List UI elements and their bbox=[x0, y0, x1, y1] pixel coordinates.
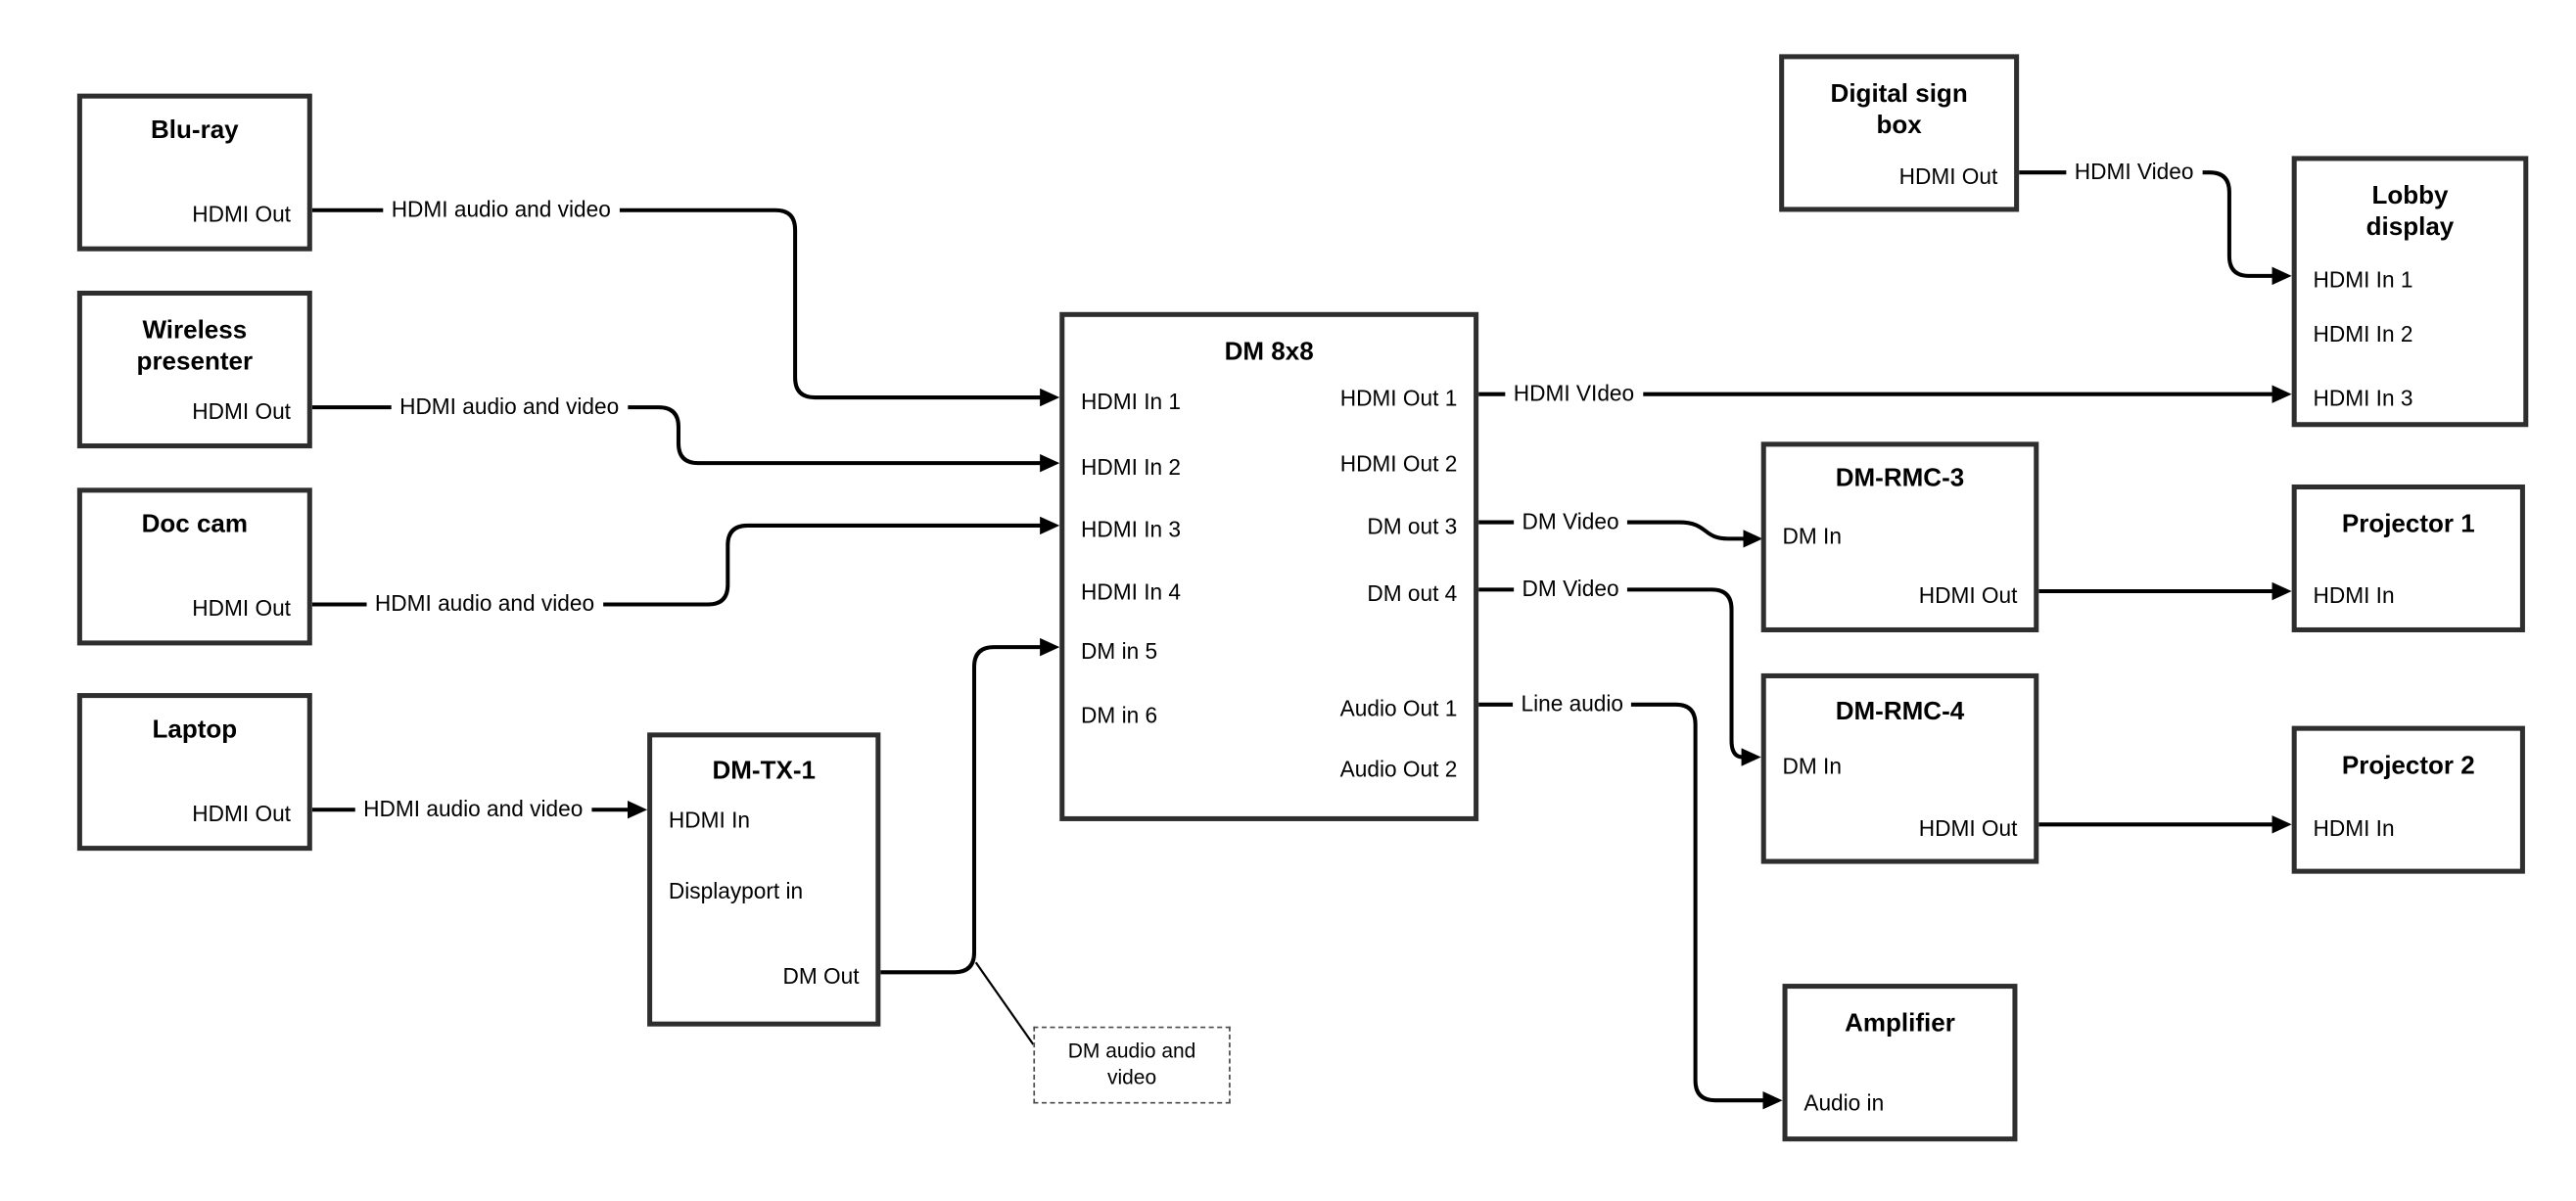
port-hdmi-out: HDMI Out bbox=[192, 801, 291, 826]
port-hdmi-in: HDMI In bbox=[2313, 815, 2395, 842]
node-doc-cam: Doc cam HDMI Out bbox=[76, 487, 312, 646]
wire-label-bluray: HDMI audio and video bbox=[383, 195, 620, 225]
node-projector-2: Projector 2 HDMI In bbox=[2291, 725, 2525, 874]
node-title: Digital sign bbox=[1830, 80, 1968, 109]
wire-label-dm-video-4: DM Video bbox=[1514, 575, 1627, 605]
node-digital-sign-box: Digital sign box HDMI Out bbox=[1779, 54, 2020, 212]
port-hdmi-in-2: HDMI In 2 bbox=[2313, 321, 2413, 347]
port-hdmi-in-3: HDMI In 3 bbox=[1081, 517, 1182, 542]
wire-wireless-to-dm8x8-in2 bbox=[311, 405, 1060, 473]
node-title: Projector 2 bbox=[2341, 752, 2475, 781]
wire-doccam-to-dm8x8-in3 bbox=[311, 516, 1060, 607]
node-title: display bbox=[2365, 213, 2455, 242]
node-title: Laptop bbox=[152, 716, 238, 745]
port-hdmi-in: HDMI In bbox=[668, 808, 750, 833]
wire-label-hdmi-video-out1: HDMI VIdeo bbox=[1505, 379, 1643, 409]
node-dm-8x8: DM 8x8 HDMI In 1 HDMI In 2 HDMI In 3 HDM… bbox=[1059, 311, 1479, 821]
node-dm-tx-1: DM-TX-1 HDMI In Displayport in DM Out bbox=[647, 732, 881, 1027]
node-lobby-display: Lobby display HDMI In 1 HDMI In 2 HDMI I… bbox=[2291, 156, 2529, 428]
node-title: Amplifier bbox=[1845, 1009, 1955, 1039]
port-hdmi-out: HDMI Out bbox=[192, 202, 291, 227]
node-title: Wireless bbox=[142, 316, 248, 346]
port-hdmi-out-1: HDMI Out 1 bbox=[1339, 386, 1458, 411]
note-text-line: DM audio and bbox=[1067, 1039, 1196, 1063]
wire-digitalsign-to-lobby-in1 bbox=[2019, 170, 2292, 286]
port-hdmi-in-2: HDMI In 2 bbox=[1081, 454, 1182, 480]
port-audio-in: Audio in bbox=[1803, 1090, 1885, 1116]
node-title: Projector 1 bbox=[2341, 510, 2475, 539]
wire-label-hdmi-video-sign: HDMI Video bbox=[2066, 158, 2202, 188]
port-dm-out: DM Out bbox=[782, 963, 860, 990]
note-callout-line bbox=[974, 961, 1035, 1045]
port-hdmi-in-4: HDMI In 4 bbox=[1081, 579, 1182, 605]
node-title: Lobby bbox=[2371, 182, 2449, 210]
port-dm-out-3: DM out 3 bbox=[1367, 514, 1458, 539]
port-audio-out-2: Audio Out 2 bbox=[1339, 757, 1458, 782]
port-hdmi-out: HDMI Out bbox=[1918, 815, 2018, 842]
node-title: Doc cam bbox=[141, 510, 249, 539]
port-hdmi-out: HDMI Out bbox=[192, 398, 291, 424]
wire-label-line-audio: Line audio bbox=[1513, 689, 1632, 719]
port-hdmi-in-3: HDMI In 3 bbox=[2313, 386, 2413, 411]
wire-dm8x8-out3-to-rmc3-dm-in bbox=[1478, 520, 1763, 548]
wire-label-dm-video-3: DM Video bbox=[1514, 507, 1627, 537]
port-hdmi-out: HDMI Out bbox=[192, 596, 291, 622]
node-title: presenter bbox=[136, 347, 254, 377]
node-title: DM-TX-1 bbox=[712, 757, 816, 786]
node-dm-rmc-3: DM-RMC-3 DM In HDMI Out bbox=[1760, 441, 2039, 632]
node-dm-rmc-4: DM-RMC-4 DM In HDMI Out bbox=[1760, 672, 2039, 864]
node-title: DM-RMC-3 bbox=[1835, 464, 1965, 493]
wire-label-laptop: HDMI audio and video bbox=[354, 795, 591, 825]
wire-label-doccam: HDMI audio and video bbox=[366, 589, 603, 620]
port-hdmi-out-2: HDMI Out 2 bbox=[1339, 451, 1458, 477]
wire-dm8x8-audio1-to-amplifier bbox=[1478, 702, 1783, 1110]
port-dm-in: DM In bbox=[1782, 754, 1842, 779]
port-dm-in-5: DM in 5 bbox=[1081, 638, 1158, 664]
port-hdmi-in: HDMI In bbox=[2313, 582, 2395, 608]
port-dm-in: DM In bbox=[1782, 524, 1842, 549]
port-hdmi-out: HDMI Out bbox=[1898, 163, 1998, 189]
node-wireless-presenter: Wireless presenter HDMI Out bbox=[76, 290, 312, 449]
port-hdmi-in-1: HDMI In 1 bbox=[2313, 267, 2413, 293]
node-amplifier: Amplifier Audio in bbox=[1782, 984, 2018, 1142]
note-text-line: video bbox=[1106, 1065, 1157, 1089]
port-dm-in-6: DM in 6 bbox=[1081, 703, 1158, 728]
port-displayport-in: Displayport in bbox=[668, 878, 804, 903]
wire-dmtx1-to-dm8x8-dm-in5 bbox=[880, 637, 1060, 975]
port-dm-out-4: DM out 4 bbox=[1367, 580, 1458, 607]
node-laptop: Laptop HDMI Out bbox=[76, 693, 312, 852]
note-dm-audio-and-video: DM audio and video bbox=[1033, 1026, 1231, 1104]
node-title: DM 8x8 bbox=[1224, 338, 1314, 367]
wire-label-wireless: HDMI audio and video bbox=[391, 393, 628, 423]
wire-dm8x8-out4-to-rmc4-dm-in bbox=[1478, 587, 1761, 766]
port-hdmi-in-1: HDMI In 1 bbox=[1081, 389, 1182, 414]
port-hdmi-out: HDMI Out bbox=[1918, 582, 2018, 608]
node-title: DM-RMC-4 bbox=[1835, 698, 1965, 726]
node-title: box bbox=[1876, 112, 1922, 140]
node-title: Blu-ray bbox=[151, 116, 239, 145]
node-projector-1: Projector 1 HDMI In bbox=[2291, 484, 2525, 632]
node-bluray: Blu-ray HDMI Out bbox=[76, 93, 312, 252]
port-audio-out-1: Audio Out 1 bbox=[1339, 696, 1458, 721]
wire-bluray-to-dm8x8-in1 bbox=[311, 208, 1060, 407]
